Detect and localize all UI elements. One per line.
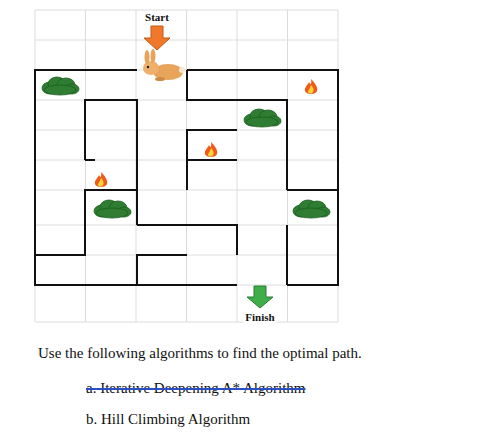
- bush-icons: [42, 77, 330, 218]
- finish-arrow: [247, 286, 273, 308]
- rabbit: [143, 49, 185, 81]
- maze-label: Start: [143, 11, 171, 23]
- fire-icons: [95, 79, 317, 187]
- list-item: a. Iterative Deepening A* Algorithm: [86, 380, 306, 397]
- start-arrow: [144, 26, 170, 50]
- list-item: b. Hill Climbing Algorithm: [86, 411, 250, 428]
- instruction-text: Use the following algorithms to find the…: [38, 345, 362, 362]
- maze-label: Finish: [243, 311, 276, 323]
- grid-lines: [35, 10, 338, 322]
- maze-walls: [35, 70, 338, 285]
